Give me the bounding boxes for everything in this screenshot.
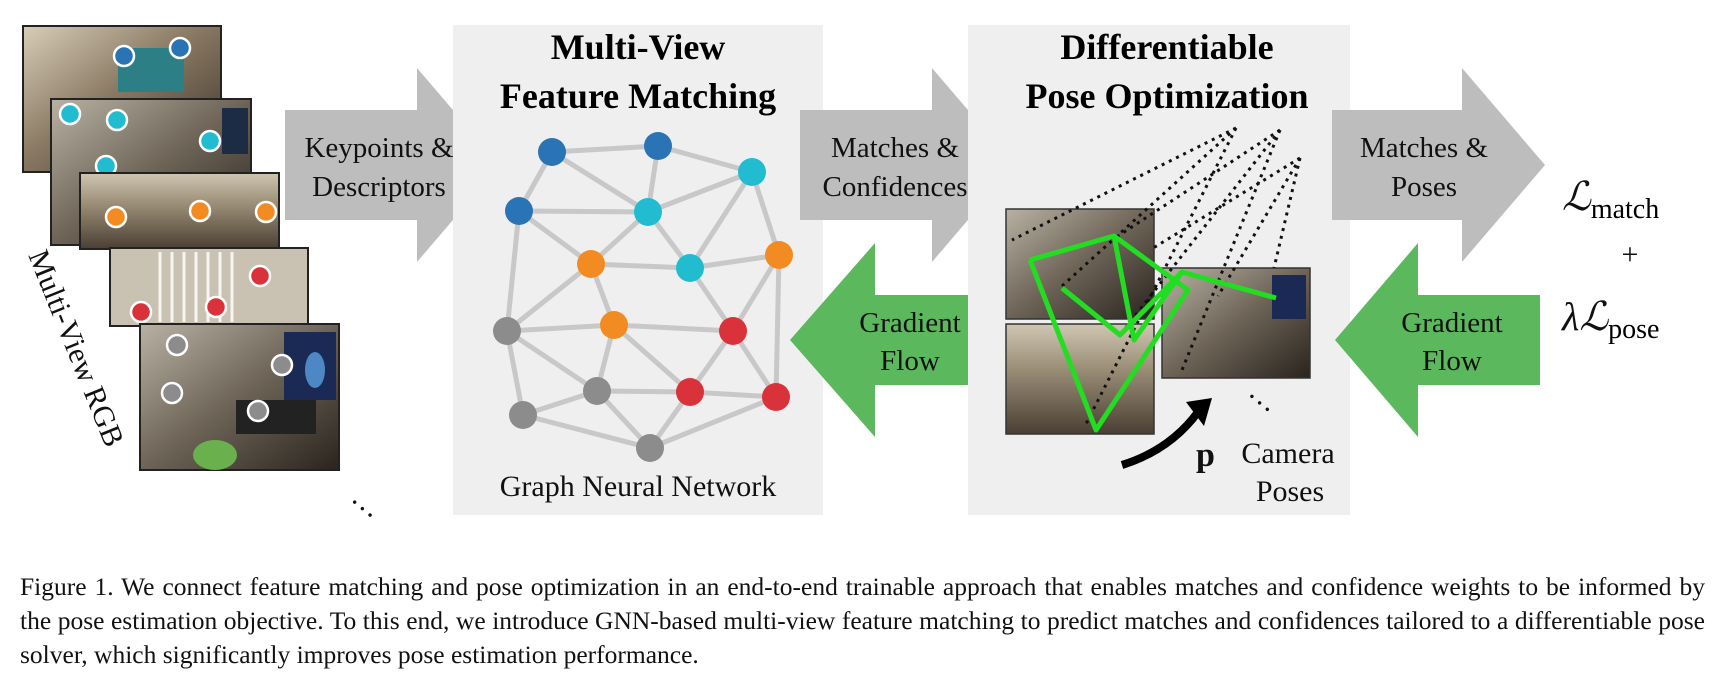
figure-diagram: Multi-View RGB … Keypoints & Descriptors… <box>22 25 1659 525</box>
graph-node <box>505 197 533 225</box>
graph-node <box>634 198 662 226</box>
arrow-label-descriptors: Descriptors <box>312 171 446 203</box>
projection-rays <box>1011 126 1302 425</box>
arrow-label-gradient: Gradient <box>859 307 960 339</box>
loss-pose-subscript: pose <box>1608 314 1659 345</box>
input-frame-3 <box>79 172 280 250</box>
keypoint <box>105 108 129 132</box>
arrow-label-poses: Poses <box>1391 171 1457 203</box>
graph-node <box>493 317 521 345</box>
camera-label: Camera <box>1241 437 1334 470</box>
graph-node <box>719 317 747 345</box>
graph-node <box>600 311 628 339</box>
loss-pose-symbol: ℒ <box>1579 294 1609 339</box>
gray-arrow-shape <box>1332 68 1545 262</box>
graph-node <box>676 254 704 282</box>
keypoint <box>104 205 128 229</box>
loss-plus: + <box>1622 238 1639 271</box>
arrow-label-keypoints: Keypoints & <box>304 132 453 164</box>
loss-match: ℒmatch <box>1562 174 1659 225</box>
arrow-gradient-flow-2: Gradient Flow <box>1335 243 1540 437</box>
graph-node <box>762 383 790 411</box>
panel-title-line1: Differentiable <box>1060 27 1273 67</box>
pose-symbol: p <box>1196 437 1215 474</box>
arrow-label-gradient: Gradient <box>1401 307 1502 339</box>
graph-node <box>765 241 793 269</box>
keypoint <box>204 295 228 319</box>
feature-matching-panel: Multi-View Feature Matching <box>453 25 823 515</box>
arrow-label-flow: Flow <box>880 345 940 377</box>
keypoint <box>112 44 136 68</box>
panel-title-line1: Multi-View <box>551 27 726 67</box>
gray-arrow-shape <box>285 68 500 262</box>
keypoint <box>254 200 278 224</box>
pose-update-arrowhead <box>1186 398 1212 426</box>
gray-arrow-shape <box>800 68 1015 262</box>
graph-node <box>644 132 672 160</box>
gnn-nodes <box>493 132 793 462</box>
keypoint <box>246 399 270 423</box>
panel-footer-gnn: Graph Neural Network <box>500 470 777 503</box>
poses-label: Poses <box>1256 475 1324 508</box>
graph-node <box>577 250 605 278</box>
input-frame-4 <box>109 247 309 327</box>
keypoint <box>160 381 184 405</box>
arrow-gradient-flow-1: Gradient Flow <box>790 243 1000 437</box>
keypoint <box>198 129 222 153</box>
arrow-label-matches: Matches & <box>1360 132 1488 164</box>
panel-title-line2: Feature Matching <box>500 76 776 116</box>
graph-node <box>538 138 566 166</box>
arrow-matches-confidences: Matches & Confidences <box>800 68 1015 262</box>
loss-lambda: λ <box>1561 294 1579 339</box>
arrow-matches-poses: Matches & Poses <box>1332 68 1545 262</box>
keypoint <box>165 333 189 357</box>
keypoint <box>58 102 82 126</box>
arrow-label-matches: Matches & <box>831 132 959 164</box>
keypoint <box>188 199 212 223</box>
graph-node <box>583 377 611 405</box>
arrow-label-confidences: Confidences <box>823 171 968 203</box>
panel-title-line2: Pose Optimization <box>1026 76 1309 116</box>
arrow-label-flow: Flow <box>1422 345 1482 377</box>
keypoint <box>248 264 272 288</box>
loss-match-subscript: match <box>1591 194 1659 225</box>
green-arrow-shape <box>790 243 1000 437</box>
match-lines <box>1027 233 1277 433</box>
pose-update-arrow <box>1120 409 1202 469</box>
keypoint <box>168 36 192 60</box>
green-arrow-shape <box>1335 243 1540 437</box>
input-ellipsis: … <box>346 480 390 525</box>
loss-pose: λℒpose <box>1561 294 1659 345</box>
keypoint <box>270 353 294 377</box>
input-image-stack: Multi-View RGB … <box>22 25 390 525</box>
keypoint <box>129 300 153 324</box>
loss-expression: ℒmatch + λℒpose <box>1561 174 1659 345</box>
graph-node <box>636 434 664 462</box>
arrow-keypoints-descriptors: Keypoints & Descriptors <box>285 68 500 262</box>
loss-match-symbol: ℒ <box>1562 174 1592 219</box>
input-frame-5 <box>139 323 340 471</box>
graph-node <box>509 401 537 429</box>
graph-node <box>676 378 704 406</box>
graph-node <box>738 158 766 186</box>
pose-optimization-panel: Differentiable Pose Optimization p <box>968 25 1350 515</box>
figure-caption: Figure 1. We connect feature matching an… <box>20 572 1705 669</box>
